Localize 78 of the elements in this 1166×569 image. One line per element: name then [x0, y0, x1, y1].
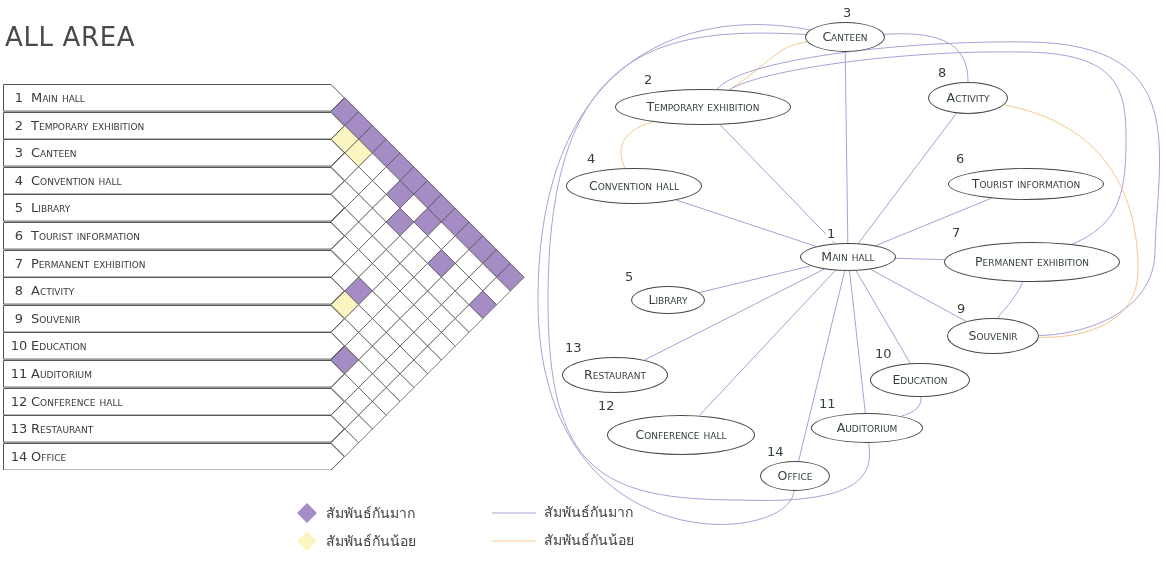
space-name: Conference hall — [31, 392, 123, 411]
connector-line — [675, 199, 817, 247]
space-name: Souvenir — [31, 309, 81, 328]
space-number: 1 — [826, 227, 837, 241]
title: ALL AREA — [5, 21, 136, 54]
row-number: 10 — [9, 337, 29, 356]
space-number: 4 — [586, 152, 597, 166]
legend-text: สัมพันธ์กันมาก — [544, 503, 633, 522]
connector-line — [716, 41, 1160, 336]
connector-line — [728, 41, 808, 91]
row-number: 4 — [13, 171, 25, 190]
space-number: 13 — [564, 341, 583, 355]
space-bubble: Canteen — [805, 22, 885, 52]
legend-text: สัมพันธ์กันน้อย — [326, 531, 416, 551]
space-bubble: Main hall — [800, 243, 896, 271]
connector-line — [719, 124, 836, 245]
space-number: 6 — [955, 152, 966, 166]
space-bubble: Convention hall — [566, 168, 702, 204]
connector-line — [901, 396, 922, 417]
space-bubble: Auditorium — [811, 413, 923, 443]
row-number: 13 — [9, 420, 29, 439]
space-bubble: Souvenir — [947, 318, 1039, 354]
space-name: Activity — [31, 282, 75, 301]
space-bubble: Restaurant — [562, 357, 668, 393]
space-name: Education — [31, 337, 87, 356]
space-number: 11 — [818, 397, 837, 411]
connector-line — [798, 270, 846, 462]
connector-line — [997, 281, 1024, 319]
space-name: Library — [31, 199, 71, 218]
space-bubble: Office — [760, 461, 830, 491]
space-number: 8 — [937, 66, 948, 80]
row-number: 2 — [13, 116, 25, 135]
connector-line — [547, 32, 870, 501]
connector-line — [895, 257, 946, 261]
row-number: 9 — [13, 309, 25, 328]
row-number: 1 — [13, 89, 25, 108]
row-number: 8 — [13, 282, 25, 301]
legend-text: สัมพันธ์กันน้อย — [544, 531, 634, 550]
space-name: Convention hall — [31, 171, 122, 190]
space-name: Permanent exhibition — [31, 254, 146, 273]
space-name: Canteen — [31, 144, 77, 163]
connector-line — [698, 270, 836, 417]
space-number: 14 — [766, 445, 785, 459]
space-number: 5 — [624, 270, 635, 284]
connector-line — [883, 33, 969, 83]
space-number: 7 — [951, 226, 962, 240]
row-number: 12 — [9, 392, 29, 411]
space-number: 9 — [956, 302, 967, 316]
space-bubble: Permanent exhibition — [944, 242, 1120, 282]
legend-text: สัมพันธ์กันมาก — [326, 503, 415, 523]
connector-line — [849, 270, 866, 414]
space-bubble: Library — [631, 286, 705, 314]
space-number: 10 — [874, 347, 893, 361]
row-number: 5 — [13, 199, 25, 218]
connector-line — [844, 51, 849, 244]
space-bubble: Activity — [928, 82, 1008, 114]
row-number: 11 — [9, 365, 29, 384]
space-bubble: Education — [870, 363, 970, 397]
space-bubble: Temporary exhibition — [615, 89, 791, 125]
connector-line — [857, 112, 957, 244]
space-name: Main hall — [31, 89, 85, 108]
connector-line — [698, 265, 812, 294]
space-name: Tourist information — [31, 227, 140, 246]
row-number: 6 — [13, 227, 25, 246]
space-name: Auditorium — [31, 365, 92, 384]
space-bubble: Conference hall — [607, 415, 755, 455]
connector-line — [855, 270, 911, 364]
space-number: 2 — [643, 73, 654, 87]
space-number: 12 — [597, 399, 616, 413]
row-number: 7 — [13, 254, 25, 273]
space-name: Temporary exhibition — [31, 116, 145, 135]
space-bubble: Tourist information — [948, 168, 1104, 200]
row-number: 14 — [9, 447, 29, 466]
connector-line — [620, 121, 654, 169]
space-name: Restaurant — [31, 420, 94, 439]
space-number: 3 — [842, 6, 853, 20]
row-number: 3 — [13, 144, 25, 163]
space-name: Office — [31, 447, 67, 466]
